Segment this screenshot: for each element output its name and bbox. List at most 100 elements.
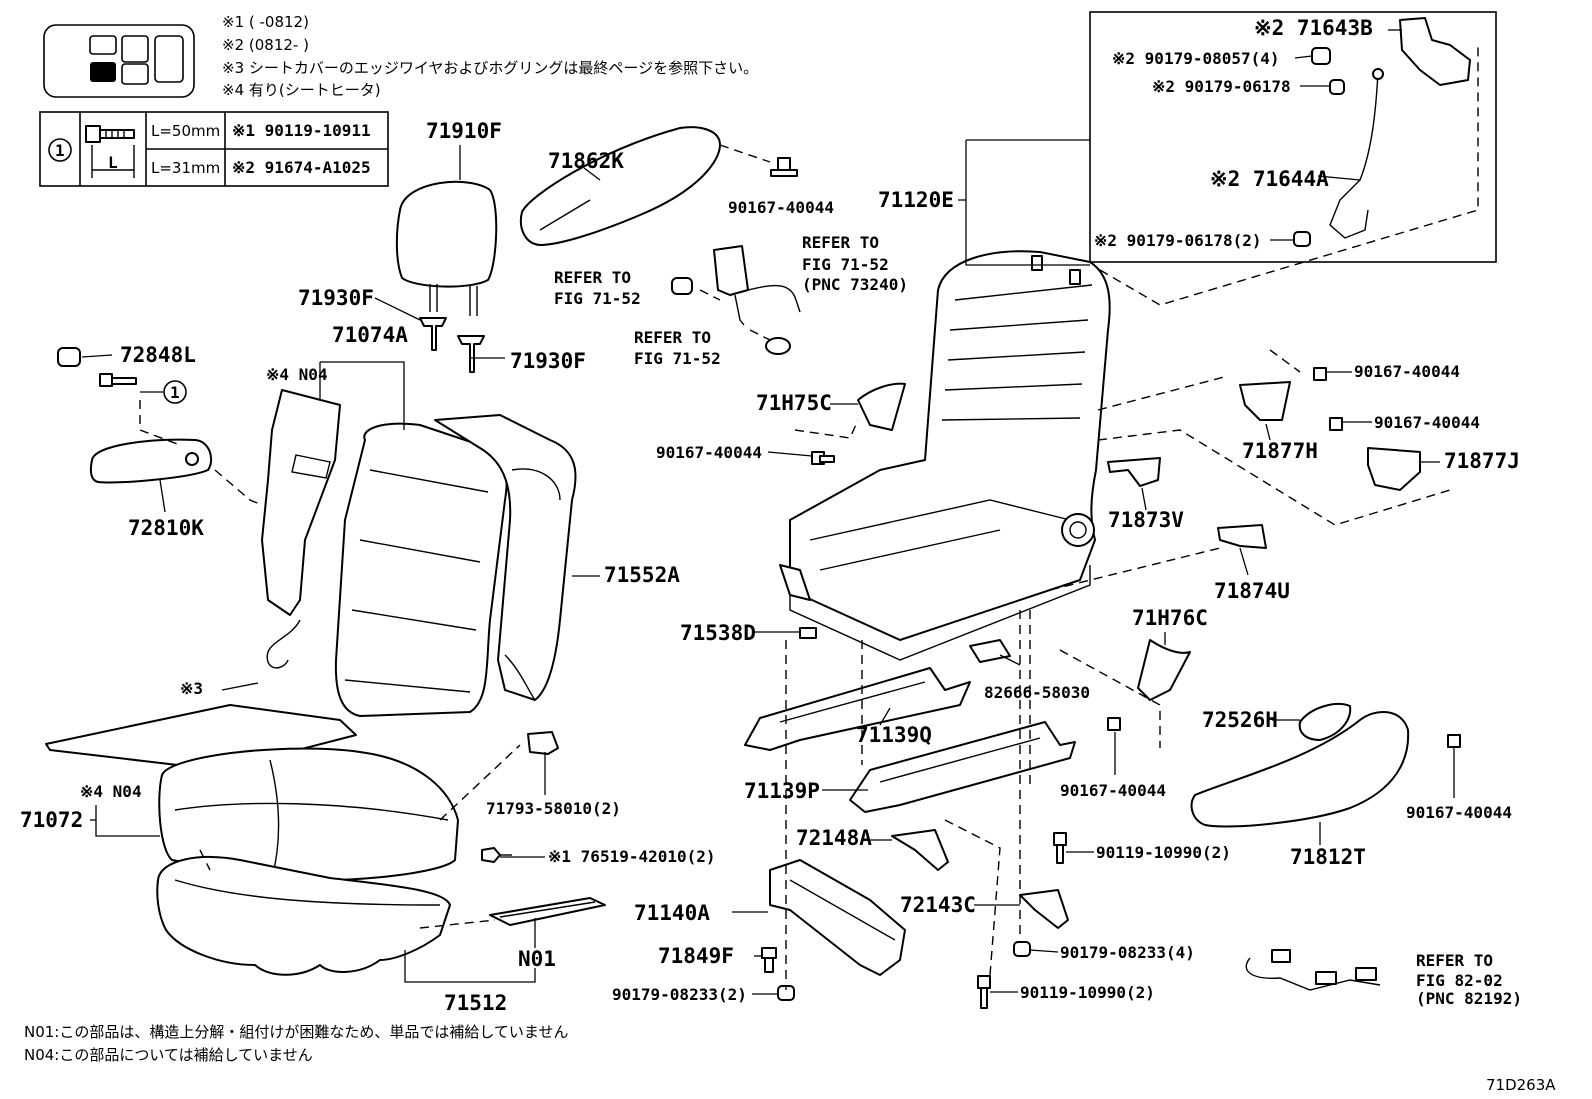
label-71139Q: 71139Q	[856, 723, 932, 747]
label-N04-a: ※4 N04	[266, 365, 328, 384]
screw-length-2: L=31mm	[151, 159, 220, 177]
recliner-71643B	[1399, 17, 1471, 86]
label-90167-40044-f: 90167-40044	[1406, 803, 1512, 822]
label-71074A: 71074A	[332, 323, 408, 347]
headrest	[395, 180, 498, 316]
label-71849F: 71849F	[658, 944, 734, 968]
leader-lines	[81, 29, 1455, 995]
clip-71793	[527, 731, 559, 755]
label-N04-b: ※4 N04	[80, 782, 142, 801]
clip-76519	[481, 847, 512, 863]
label-72810K: 72810K	[128, 516, 204, 540]
headrest-guide-right	[457, 335, 485, 373]
screw-dim-label: L	[108, 153, 118, 172]
label-90167-40044-d: 90167-40044	[1374, 413, 1480, 432]
note-1: ※1 ( -0812)	[222, 13, 309, 31]
svg-text:REFER TO: REFER TO	[1416, 951, 1493, 970]
label-90179-06178-2: ※2 90179-06178(2)	[1094, 231, 1262, 250]
screw-length-1: L=50mm	[151, 122, 220, 140]
label-71877H: 71877H	[1242, 439, 1318, 463]
nut-90179-08057	[1311, 47, 1331, 65]
cushion-frame-n01	[489, 897, 606, 926]
screw-40044-c	[1313, 367, 1327, 381]
label-71H76C: 71H76C	[1132, 606, 1208, 630]
nut-08233-4	[1013, 941, 1031, 957]
bracket-71877H	[1239, 381, 1291, 421]
headrest-guide-left	[419, 317, 447, 351]
label-90179-08233-4: 90179-08233(4)	[1060, 943, 1195, 962]
footer-note-n01: N01:この部品は、構造上分解・組付けが困難なため、単品では補給していません	[24, 1023, 568, 1041]
refer-fig-71-52-a: REFER TO FIG 71-52	[554, 268, 641, 308]
label-90179-08233-2: 90179-08233(2)	[612, 985, 747, 1004]
bracket-71877J	[1367, 447, 1421, 491]
screw-table: 1 L L=50mm L=31mm ※1 90119-10911 ※2 9167…	[39, 111, 389, 187]
label-90119-10990-b: 90119-10990(2)	[1020, 983, 1155, 1002]
label-71140A: 71140A	[634, 901, 710, 925]
note-4: ※4 有り(シートヒータ)	[222, 81, 381, 99]
cushion-pad	[156, 855, 451, 976]
label-90119-10990-a: 90119-10990(2)	[1096, 843, 1231, 862]
label-71H75C: 71H75C	[756, 391, 832, 415]
refer-fig-71-52-b: REFER TO FIG 71-52	[634, 328, 721, 368]
screw-40044-b	[811, 451, 835, 465]
label-circle-1: 1	[170, 383, 180, 402]
rail-71139P	[849, 721, 1076, 813]
bracket-72143C	[1019, 889, 1069, 929]
base-71140A	[769, 859, 906, 976]
washer-fig-71-52	[765, 337, 791, 355]
label-71120E: 71120E	[878, 188, 954, 212]
label-90179-08057: ※2 90179-08057(4)	[1112, 49, 1280, 68]
label-71874U: 71874U	[1214, 579, 1290, 603]
label-72148A: 72148A	[796, 826, 872, 850]
svg-text:FIG 71-52: FIG 71-52	[554, 289, 641, 308]
label-71930F-b: 71930F	[510, 349, 586, 373]
refer-73240: REFER TO FIG 71-52 (PNC 73240)	[802, 233, 908, 294]
nut-90179-06178	[1329, 79, 1345, 95]
label-71072: 71072	[20, 808, 83, 832]
dashed-guides	[139, 45, 1479, 990]
label-72848L: 72848L	[120, 343, 196, 367]
label-71643B: ※2 71643B	[1254, 16, 1373, 40]
bracket-71874U	[1217, 524, 1267, 549]
svg-text:REFER TO: REFER TO	[634, 328, 711, 347]
screw-40044-e	[1107, 717, 1121, 731]
note-3: ※3 シートカバーのエッジワイヤおよびホグリングは最終ページを参照下さい。	[222, 59, 758, 77]
label-72526H: 72526H	[1202, 708, 1278, 732]
label-71538D: 71538D	[680, 621, 756, 645]
screw-part-1: ※1 90119-10911	[232, 121, 371, 140]
label-71877J: 71877J	[1444, 449, 1520, 473]
screw-40044-a	[770, 157, 798, 177]
armrest-bolt	[99, 373, 137, 387]
seatback-heater	[261, 389, 341, 669]
label-71512: 71512	[444, 991, 507, 1015]
side-cover-71812T	[1190, 710, 1410, 828]
bracket-72148A	[891, 829, 949, 871]
label-3: ※3	[180, 679, 203, 698]
knob-72526H	[1298, 703, 1352, 741]
svg-text:REFER TO: REFER TO	[802, 233, 879, 252]
svg-text:FIG 71-52: FIG 71-52	[802, 255, 889, 274]
label-71910F: 71910F	[426, 119, 502, 143]
seatback-pad	[434, 414, 577, 701]
screw-table-circle-num: 1	[55, 141, 65, 160]
armrest-cap	[57, 347, 81, 367]
label-72143C: 72143C	[900, 893, 976, 917]
label-71812T: 71812T	[1290, 845, 1366, 869]
label-90167-40044-c: 90167-40044	[1354, 362, 1460, 381]
bracket-71H76C	[1137, 639, 1191, 701]
note-2: ※2 (0812- )	[222, 36, 309, 54]
screw-40044-f	[1447, 734, 1461, 748]
bracket-71H75C	[857, 382, 906, 431]
clip-71538D	[799, 627, 817, 639]
label-90167-40044-e: 90167-40044	[1060, 781, 1166, 800]
refer-82192: REFER TO FIG 82-02 (PNC 82192)	[1416, 951, 1522, 1008]
screw-part-2: ※2 91674-A1025	[232, 158, 371, 177]
screw-40044-d	[1329, 417, 1343, 431]
harness-fig-82-02	[1245, 949, 1381, 991]
screw-10990-a	[1053, 832, 1067, 864]
label-90167-40044-a: 90167-40044	[728, 198, 834, 217]
bracket-71873V	[1107, 457, 1161, 487]
label-N01: N01	[518, 947, 556, 971]
label-71873V: 71873V	[1108, 508, 1184, 532]
